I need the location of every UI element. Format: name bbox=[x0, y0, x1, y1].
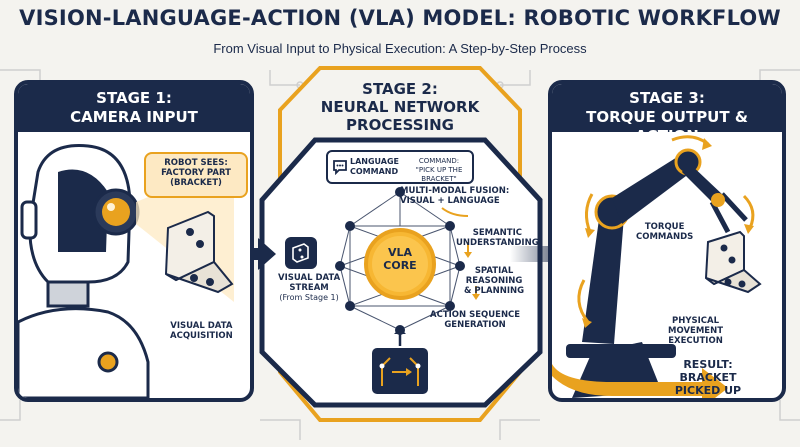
stage3-illustration bbox=[552, 135, 762, 398]
robot-sees-line3: (BRACKET) bbox=[170, 178, 222, 188]
stage1-acquisition-label: VISUAL DATA ACQUISITION bbox=[170, 321, 233, 341]
spatial-label: SPATIAL REASONING & PLANNING bbox=[464, 266, 525, 296]
stage2-title-line2: NEURAL NETWORK bbox=[320, 98, 480, 116]
fusion-label: MULTI-MODAL FUSION: VISUAL + LANGUAGE bbox=[400, 186, 510, 206]
stage1-header: STAGE 1: CAMERA INPUT bbox=[18, 84, 250, 132]
language-command-text: COMMAND: "PICK UP THE BRACKET" bbox=[415, 157, 463, 183]
neural-network-graph bbox=[335, 187, 465, 335]
stage2-title-line1: STAGE 2: bbox=[362, 80, 438, 98]
stage3-panel: STAGE 3: TORQUE OUTPUT & ACTION bbox=[548, 80, 786, 402]
stage1-title-line2: CAMERA INPUT bbox=[70, 108, 198, 126]
robot-head-icon bbox=[18, 144, 150, 398]
visual-stream-icon bbox=[285, 237, 317, 269]
action-output-icon bbox=[372, 328, 428, 394]
robot-sees-line1: ROBOT SEES: bbox=[164, 158, 228, 168]
speech-bubble-icon bbox=[333, 160, 347, 175]
stage1-panel: STAGE 1: CAMERA INPUT VISUAL DATA bbox=[14, 80, 254, 402]
movement-execution-label: PHYSICAL MOVEMENT EXECUTION bbox=[668, 316, 724, 346]
vla-core-label: VLA CORE bbox=[383, 246, 417, 272]
stage3-header: STAGE 3: TORQUE OUTPUT & ACTION bbox=[552, 84, 782, 145]
result-label: RESULT: BRACKET PICKED UP bbox=[674, 358, 742, 397]
semantic-label: SEMANTIC UNDERSTANDING bbox=[456, 228, 539, 248]
stage1-title-line1: STAGE 1: bbox=[96, 89, 172, 107]
robot-sees-line2: FACTORY PART bbox=[161, 168, 231, 178]
robot-sees-callout: ROBOT SEES: FACTORY PART (BRACKET) bbox=[144, 152, 248, 198]
torque-commands-label: TORQUE COMMANDS bbox=[636, 222, 694, 242]
camera-eye-icon bbox=[92, 188, 140, 236]
language-command-box: LANGUAGE COMMAND COMMAND: "PICK UP THE B… bbox=[326, 150, 474, 184]
stage3-title-line1: STAGE 3: bbox=[629, 89, 705, 107]
stage2-title-line3: PROCESSING bbox=[346, 116, 454, 134]
page-subtitle: From Visual Input to Physical Execution:… bbox=[213, 41, 587, 56]
result-arrow bbox=[552, 364, 728, 398]
bracket-part-icon bbox=[164, 210, 234, 294]
held-bracket-icon bbox=[704, 230, 762, 294]
stage2-header: STAGE 2: NEURAL NETWORK PROCESSING bbox=[295, 80, 505, 134]
processing-step-arrows bbox=[441, 207, 480, 300]
visual-stream-label: VISUAL DATA STREAM (From Stage 1) bbox=[278, 273, 341, 302]
language-command-label: LANGUAGE COMMAND bbox=[350, 157, 400, 176]
stage3-title-line2: TORQUE OUTPUT & ACTION bbox=[586, 108, 748, 145]
page-title: VISION-LANGUAGE-ACTION (VLA) MODEL: ROBO… bbox=[19, 6, 781, 30]
arrow-stage1-to-stage2 bbox=[242, 238, 276, 270]
action-sequence-label: ACTION SEQUENCE GENERATION bbox=[430, 310, 521, 330]
